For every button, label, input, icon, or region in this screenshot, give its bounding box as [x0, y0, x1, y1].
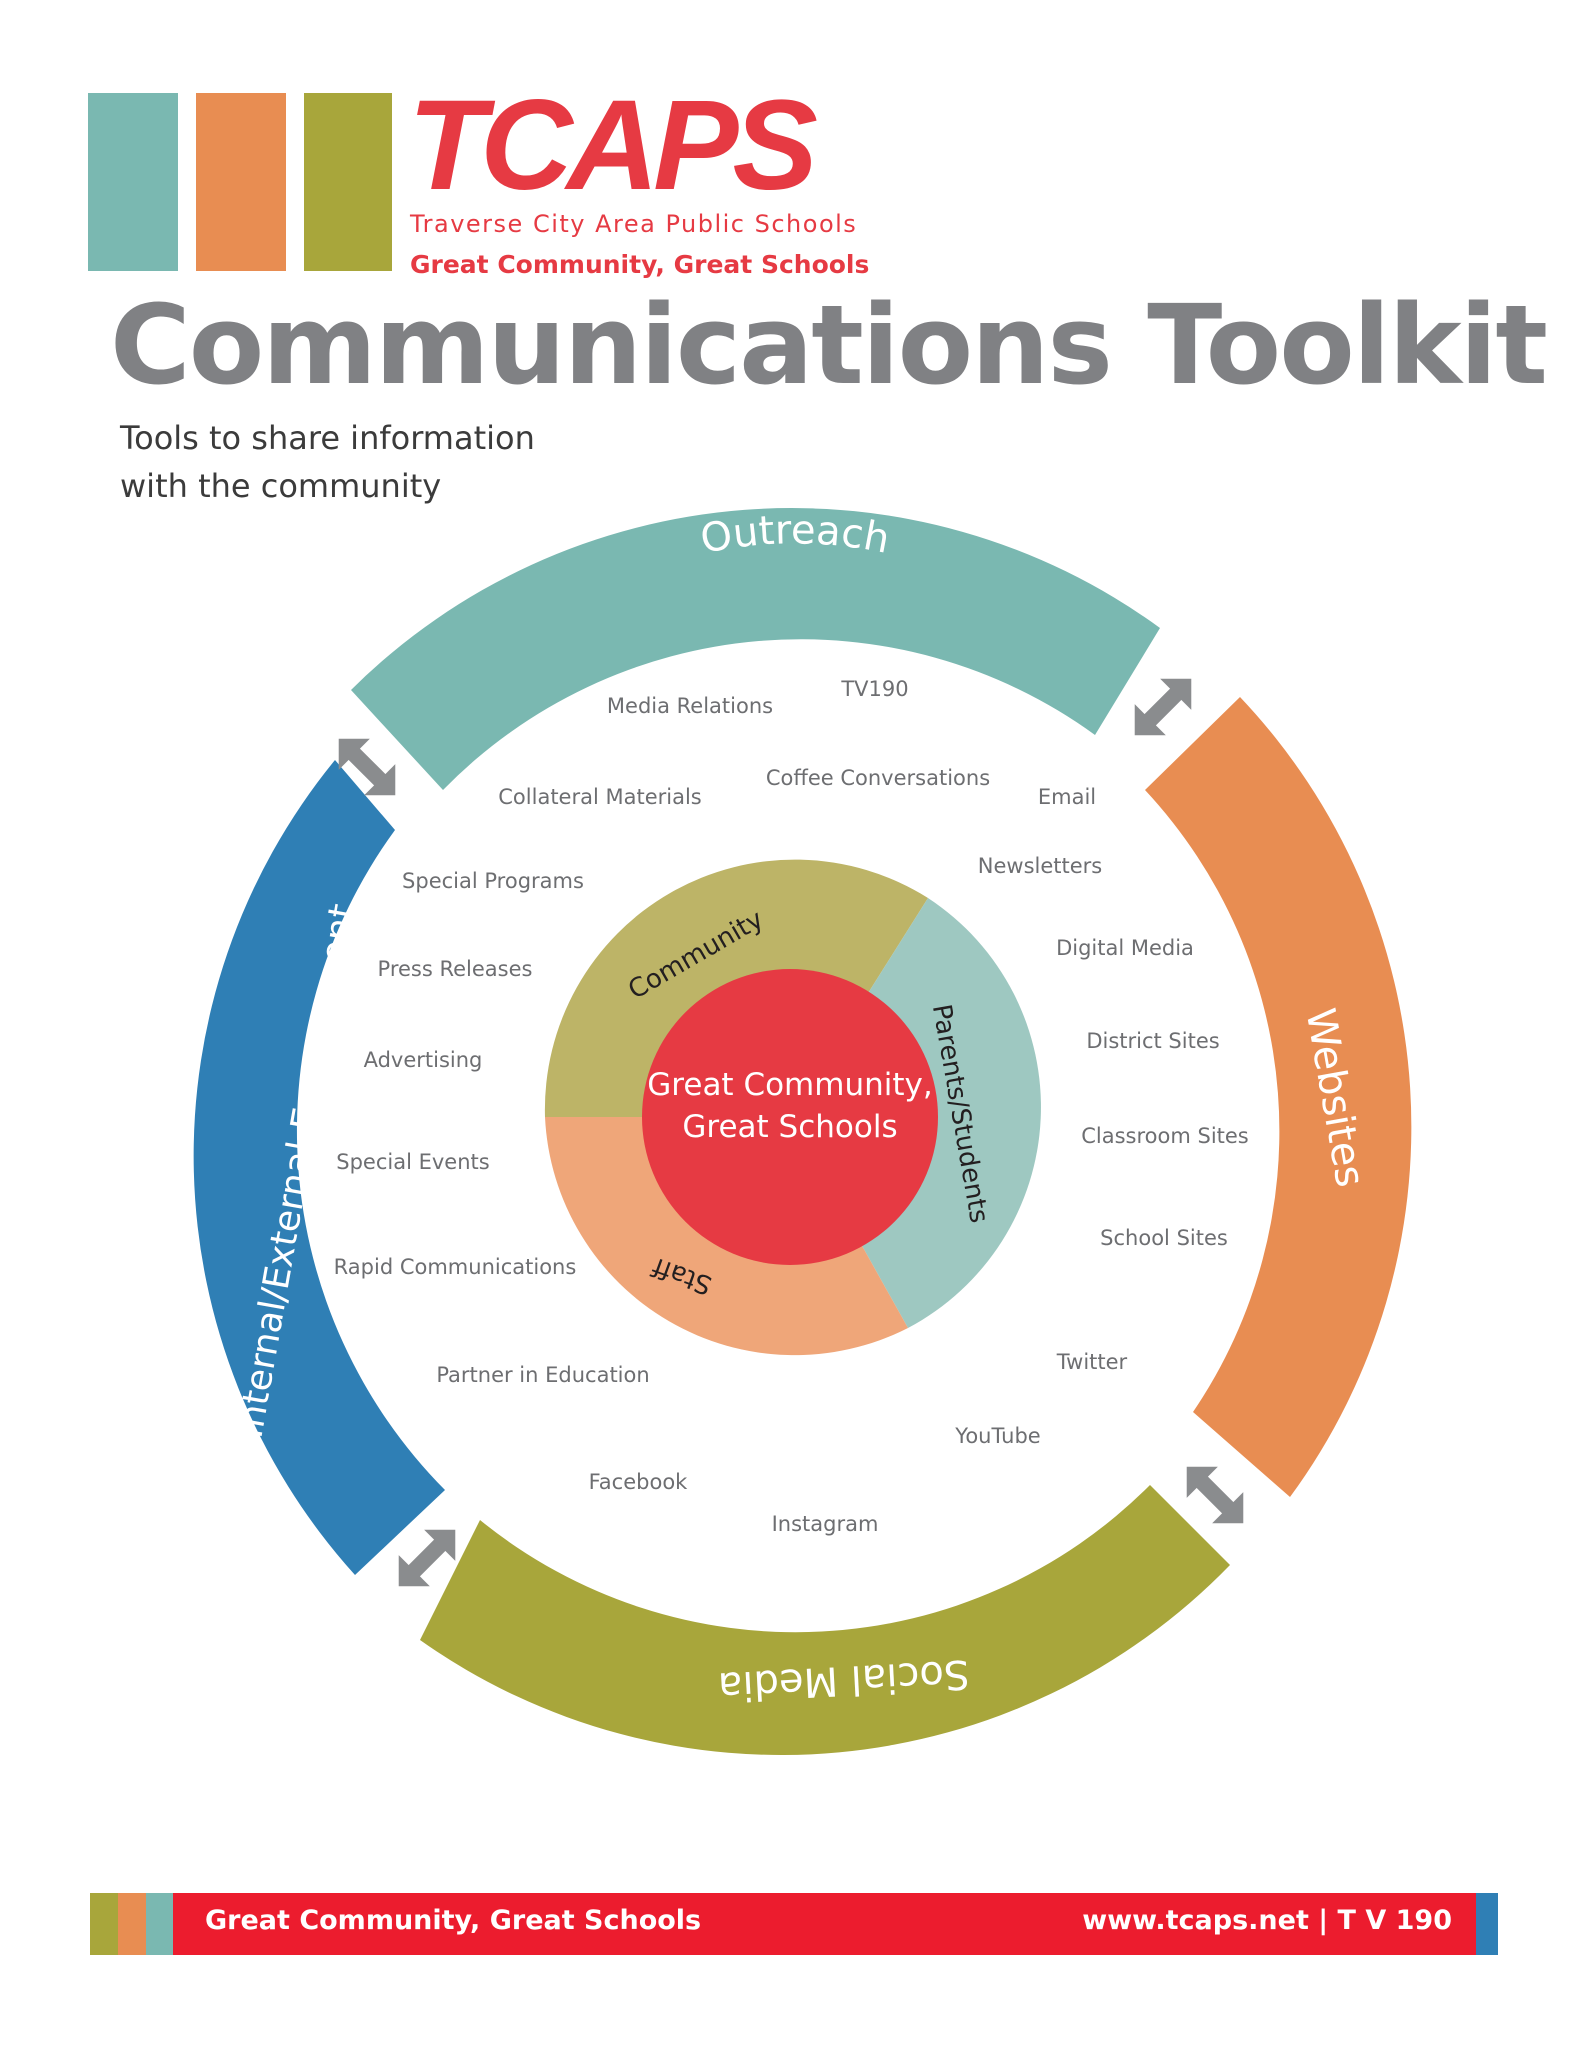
tool-item: Rapid Communications [334, 1255, 577, 1279]
logo-stripe-teal [88, 93, 178, 271]
center-label-line-1: Great Community, [647, 1067, 932, 1103]
tool-item: Classroom Sites [1081, 1124, 1249, 1148]
center-circle [642, 969, 938, 1265]
footer-stripe-orange [118, 1893, 146, 1955]
tool-item: Newsletters [978, 854, 1102, 878]
footer-stripe-olive [90, 1893, 118, 1955]
segment-internal-external [193, 760, 445, 1575]
logo-tagline: Great Community, Great Schools [410, 250, 870, 279]
tool-item: Email [1038, 785, 1096, 809]
tools-list: Media Relations TV190 Collateral Materia… [334, 677, 1249, 1536]
logo-wordmark: TCAPS [408, 74, 818, 217]
tool-item: Media Relations [607, 694, 773, 718]
tool-item: YouTube [954, 1424, 1040, 1448]
tool-item: Partner in Education [436, 1363, 649, 1387]
subtitle-line-2: with the community [120, 467, 442, 505]
tool-item: TV190 [840, 677, 908, 701]
subtitle-line-1: Tools to share information [120, 419, 535, 457]
footer-stripe-teal [146, 1893, 173, 1955]
tool-item: Instagram [772, 1512, 879, 1536]
page-subtitle: Tools to share information with the comm… [120, 414, 535, 510]
tool-item: Coffee Conversations [766, 766, 990, 790]
tool-item: Digital Media [1056, 936, 1194, 960]
logo-stripe-olive [304, 93, 392, 271]
segment-social-media [420, 1485, 1230, 1755]
tool-item: Collateral Materials [498, 785, 701, 809]
segment-outreach [351, 508, 1160, 790]
tool-item: School Sites [1100, 1226, 1228, 1250]
tool-item: Press Releases [378, 957, 533, 981]
segment-websites [1145, 697, 1412, 1497]
logo-stripe-orange [196, 93, 286, 271]
tool-item: Twitter [1056, 1350, 1128, 1374]
tool-item: Advertising [364, 1048, 483, 1072]
center-label-line-2: Great Schools [682, 1109, 897, 1145]
tool-item: District Sites [1086, 1029, 1219, 1053]
double-arrow-icon [1134, 678, 1192, 736]
logo-full-name: Traverse City Area Public Schools [410, 210, 858, 238]
tool-item: Special Programs [402, 869, 584, 893]
tool-item: Special Events [336, 1150, 489, 1174]
footer-website: www.tcaps.net | T V 190 [1082, 1905, 1452, 1936]
footer-stripe-blue [1476, 1893, 1498, 1955]
footer-bar [173, 1893, 1476, 1955]
footer-tagline: Great Community, Great Schools [205, 1905, 702, 1936]
tool-item: Facebook [589, 1470, 689, 1494]
page-title: Communications Toolkit [110, 281, 1548, 409]
